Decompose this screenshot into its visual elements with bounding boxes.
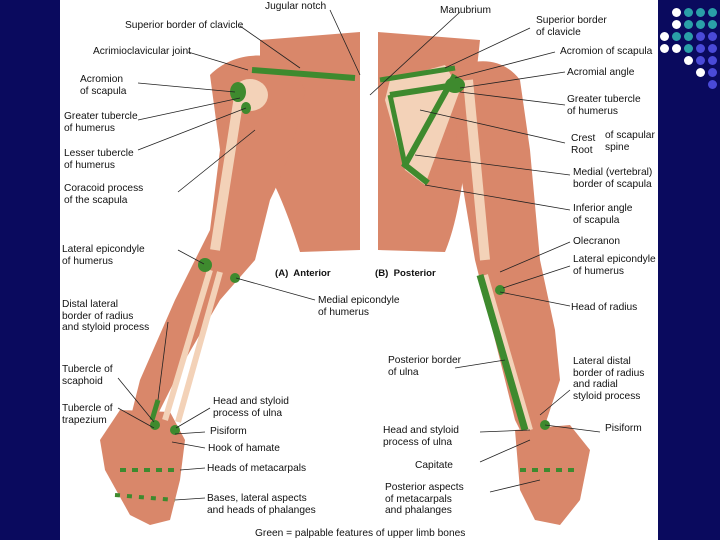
label-distal-lateral-border-radius: Distal lateral border of radius and styl…	[62, 299, 150, 333]
decorative-dot	[696, 68, 705, 77]
decorative-dot	[672, 32, 681, 41]
caption: Green = palpable features of upper limb …	[255, 528, 466, 539]
decorative-dot	[708, 20, 717, 29]
decorative-dot	[672, 20, 681, 29]
label-jugular-notch: Jugular notch	[265, 1, 327, 12]
label-hook-of-hamate: Hook of hamate	[208, 443, 280, 454]
decorative-dot	[708, 44, 717, 53]
decorative-dot	[708, 56, 717, 65]
label-inferior-angle-scapula: Inferior angle of scapula	[573, 203, 633, 226]
decorative-dot	[696, 20, 705, 29]
decorative-dot	[696, 32, 705, 41]
leader-lines	[117, 9, 601, 501]
posterior-body	[378, 32, 590, 525]
label-lesser-tubercle: Lesser tubercle of humerus	[64, 148, 134, 171]
decorative-dot	[672, 44, 681, 53]
decorative-dot	[684, 56, 693, 65]
label-lateral-distal-border-radius: Lateral distal border of radius and radi…	[573, 356, 645, 402]
label-tubercle-trapezium: Tubercle of trapezium	[62, 403, 113, 426]
label-head-of-radius: Head of radius	[571, 302, 638, 313]
decorative-dot-grid	[660, 8, 720, 128]
label-medial-border-scapula: Medial (vertebral) border of scapula	[573, 167, 653, 190]
label-lateral-epicondyle-posterior: Lateral epicondyle of humerus	[573, 254, 656, 277]
decorative-dot	[672, 8, 681, 17]
decorative-dot	[660, 44, 669, 53]
panel-label-posterior: (B) Posterior	[375, 268, 436, 279]
label-superior-border-clavicle-anterior: Superior border of clavicle	[125, 20, 244, 31]
label-pisiform-posterior: Capitate	[415, 460, 453, 471]
panel-label-anterior: (A) Anterior	[275, 268, 331, 279]
label-tubercle-scaphoid: Tubercle of scaphoid	[62, 364, 113, 387]
label-of-scapular-spine: of scapular spine	[605, 130, 655, 153]
label-crest-root: Crest Root	[571, 133, 596, 156]
label-olecranon: Olecranon	[573, 236, 621, 247]
anatomy-figure: Jugular notch Superior border of clavicl…	[60, 0, 658, 540]
decorative-dot	[660, 32, 669, 41]
label-manubrium: Manubrium	[440, 5, 491, 16]
anterior-body	[100, 32, 360, 525]
label-acromion-of-scapula-posterior: Acromion of scapula	[560, 46, 653, 57]
label-head-styloid-ulna-anterior: Head and styloid process of ulna	[213, 396, 289, 419]
label-pisiform-anterior: Pisiform	[210, 426, 247, 437]
label-head-styloid-ulna-posterior: Head and styloid process of ulna	[383, 425, 459, 448]
label-acromioclavicular-joint: Acrimioclavicular joint	[93, 46, 191, 57]
decorative-dot	[696, 8, 705, 17]
label-lateral-epicondyle-anterior: Lateral epicondyle of humerus	[62, 244, 145, 267]
decorative-dot	[684, 44, 693, 53]
label-capitate: Pisiform	[605, 423, 642, 434]
label-acromion-of-scapula-anterior: Acromion of scapula	[80, 74, 127, 97]
label-acromial-angle: Acromial angle	[567, 67, 635, 78]
decorative-dot	[708, 8, 717, 17]
label-superior-border-clavicle-posterior: Superior border of clavicle	[536, 15, 607, 38]
decorative-dot	[708, 68, 717, 77]
decorative-dot	[696, 44, 705, 53]
decorative-dot	[684, 32, 693, 41]
anatomy-illustration	[100, 9, 601, 525]
label-posterior-border-ulna: Posterior border of ulna	[388, 355, 462, 378]
label-greater-tubercle-anterior: Greater tubercle of humerus	[64, 111, 138, 134]
label-bases-lateral-aspects-phalanges: Bases, lateral aspects and heads of phal…	[207, 493, 316, 516]
decorative-dot	[708, 32, 717, 41]
label-medial-epicondyle: Medial epicondyle of humerus	[318, 295, 400, 318]
label-heads-of-metacarpals: Heads of metacarpals	[207, 463, 307, 474]
decorative-dot	[684, 8, 693, 17]
label-coracoid-process: Coracoid process of the scapula	[64, 183, 144, 206]
decorative-dot	[696, 56, 705, 65]
decorative-dot	[684, 20, 693, 29]
label-posterior-aspects-metacarpals: Posterior aspects of metacarpals and pha…	[385, 482, 464, 516]
decorative-dot	[708, 80, 717, 89]
label-greater-tubercle-posterior: Greater tubercle of humerus	[567, 94, 641, 117]
